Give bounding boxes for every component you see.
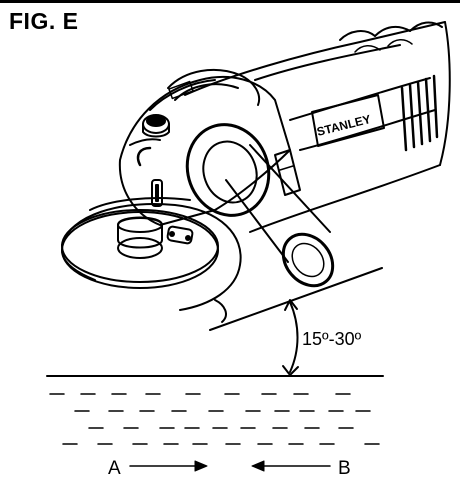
brand-name: STANLEY (315, 112, 372, 139)
side-handle (185, 123, 335, 288)
top-border-line (0, 0, 460, 3)
angle-indicator (282, 299, 299, 376)
tilted-work-surface (209, 267, 383, 331)
guard-clamp (166, 225, 194, 245)
wheel-guard (61, 197, 242, 323)
figure-label: FIG. E (9, 8, 79, 34)
grinding-disc (61, 209, 219, 289)
direction-arrow-b (251, 460, 331, 472)
motor-housing (184, 21, 451, 233)
brand-badge: STANLEY (311, 94, 385, 147)
direction-label-a: A (108, 458, 121, 479)
gear-head (118, 68, 291, 226)
direction-label-b: B (338, 458, 351, 479)
flange-nut (117, 216, 163, 249)
direction-arrow-a (129, 460, 208, 472)
material-dashes (49, 393, 380, 445)
spindle-lock-button (142, 114, 170, 138)
switch-housing (274, 149, 301, 196)
vent-slots (400, 74, 439, 152)
angle-range-label: 15º-30º (302, 329, 362, 349)
